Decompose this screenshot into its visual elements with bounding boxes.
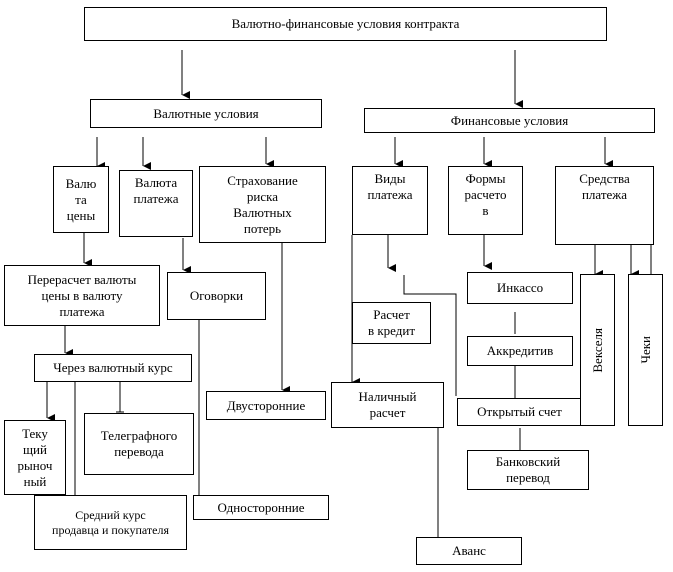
root-label: Валютно-финансовые условия контракта — [231, 16, 460, 31]
root-node: Валютно-финансовые условия контракта — [84, 7, 607, 41]
via-exchange-rate-node: Через валютный курс — [34, 354, 192, 382]
settlement-forms-label: Формы расчето в — [464, 171, 507, 218]
price-currency-label: Валю та цены — [65, 175, 97, 223]
bilateral-node: Двусторонние — [206, 391, 326, 420]
payment-types-label: Виды платежа — [367, 171, 413, 202]
cash-settlement-label: Наличный расчет — [358, 389, 417, 420]
price-currency-node: Валю та цены — [53, 166, 109, 233]
cheques-label: Чеки — [637, 336, 653, 364]
financial-conditions-node: Финансовые условия — [364, 108, 655, 133]
payment-currency-node: Валюта платежа — [119, 170, 193, 237]
credit-settlement-label: Расчет в кредит — [367, 307, 416, 338]
average-rate-node: Средний курс продавца и покупателя — [34, 495, 187, 550]
advance-label: Аванс — [452, 543, 486, 558]
risk-insurance-label: Страхование риска Валютных потерь — [227, 172, 298, 236]
unilateral-label: Односторонние — [217, 499, 305, 515]
via-exchange-rate-label: Через валютный курс — [53, 360, 173, 375]
bills-label: Векселя — [589, 327, 605, 373]
open-account-label: Открытый счет — [477, 404, 562, 419]
currency-conditions-label: Валютные условия — [153, 105, 259, 121]
recalculation-label: Перерасчет валюты цены в валюту платежа — [27, 271, 137, 319]
clauses-node: Оговорки — [167, 272, 266, 320]
letter-of-credit-label: Аккредитив — [486, 343, 554, 358]
current-market-node: Теку щий рыноч ный — [4, 420, 66, 495]
credit-settlement-node: Расчет в кредит — [352, 302, 431, 344]
payment-means-label: Средства платежа — [579, 171, 630, 202]
collection-label: Инкассо — [496, 280, 544, 295]
bank-transfer-node: Банковский перевод — [467, 450, 589, 490]
settlement-forms-node: Формы расчето в — [448, 166, 523, 235]
recalculation-node: Перерасчет валюты цены в валюту платежа — [4, 265, 160, 326]
bank-transfer-label: Банковский перевод — [495, 454, 561, 485]
current-market-label: Теку щий рыноч ный — [17, 425, 53, 489]
unilateral-node: Односторонние — [193, 495, 329, 520]
telegraphic-node: Телеграфного перевода — [84, 413, 194, 475]
average-rate-label: Средний курс продавца и покупателя — [52, 507, 169, 537]
letter-of-credit-node: Аккредитив — [467, 336, 573, 366]
cash-settlement-node: Наличный расчет — [331, 382, 444, 428]
bilateral-label: Двусторонние — [226, 397, 306, 413]
risk-insurance-node: Страхование риска Валютных потерь — [199, 166, 326, 243]
telegraphic-label: Телеграфного перевода — [100, 428, 178, 459]
financial-conditions-label: Финансовые условия — [450, 112, 569, 128]
cheques-node: Чеки — [628, 274, 663, 426]
advance-node: Аванс — [416, 537, 522, 565]
payment-currency-label: Валюта платежа — [133, 175, 179, 206]
collection-node: Инкассо — [467, 272, 573, 304]
open-account-node: Открытый счет — [457, 398, 582, 426]
bills-node: Векселя — [580, 274, 615, 426]
payment-means-node: Средства платежа — [555, 166, 654, 245]
clauses-label: Оговорки — [189, 288, 244, 303]
payment-types-node: Виды платежа — [352, 166, 428, 235]
currency-conditions-node: Валютные условия — [90, 99, 322, 128]
